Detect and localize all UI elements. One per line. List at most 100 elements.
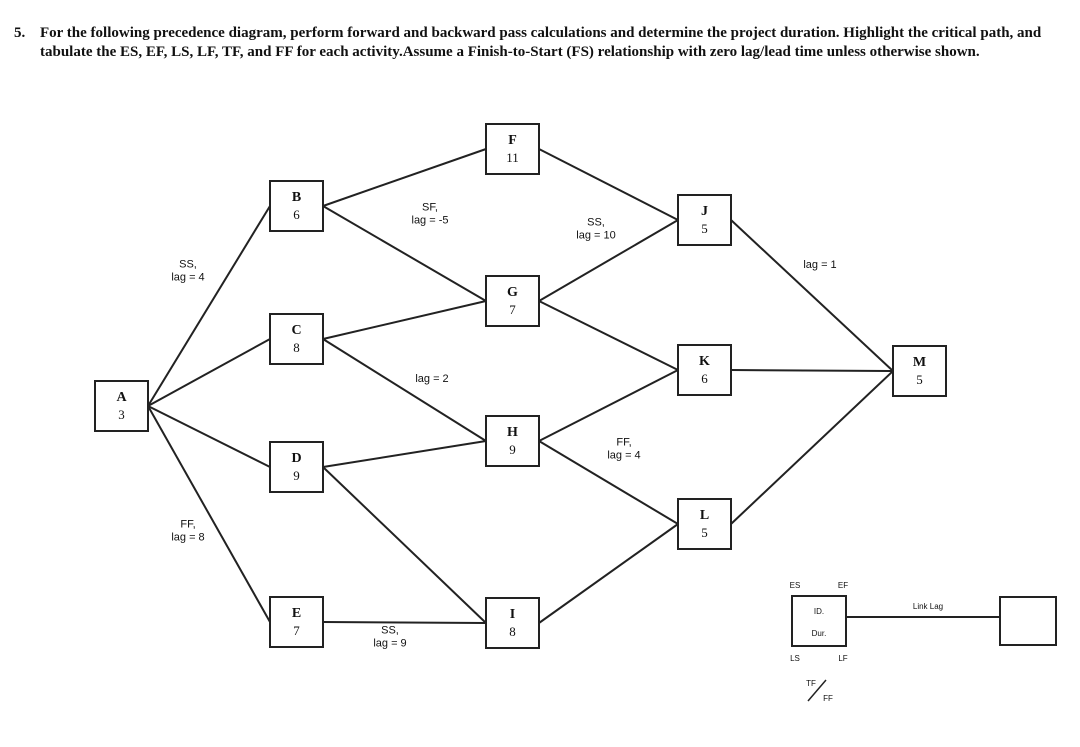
edge-a-d [147, 405, 271, 468]
activity-duration: 5 [701, 525, 708, 540]
activity-node-g: G7 [485, 275, 540, 327]
edge-label-bg [585, 215, 607, 230]
activity-id: H [507, 425, 518, 440]
edge-label-bg [169, 530, 207, 545]
activity-node-l: L5 [677, 498, 732, 550]
activity-duration: 11 [506, 150, 519, 165]
activity-id: A [116, 390, 127, 405]
activity-duration: 3 [118, 407, 125, 422]
legend-id: ID. [814, 607, 824, 616]
edge-i-l [538, 523, 679, 624]
activity-node-b: B6 [269, 180, 324, 232]
legend-ff: FF [823, 694, 833, 703]
question-highlight: precedence diagram [153, 25, 283, 41]
legend-lf: LF [838, 654, 847, 663]
activity-duration: 7 [293, 623, 300, 638]
edge-g-k [538, 300, 679, 371]
activity-id: J [701, 204, 708, 219]
activity-box [485, 275, 540, 327]
edge-label-bg [574, 228, 618, 243]
activity-duration: 5 [701, 221, 708, 236]
activity-id: G [507, 285, 518, 300]
edge-h-l [538, 440, 679, 525]
legend-es: ES [790, 581, 801, 590]
activity-id: M [913, 355, 926, 370]
edge-c-g [322, 300, 487, 340]
activity-duration: 6 [293, 207, 300, 222]
legend-tf: TF [806, 679, 816, 688]
activity-node-m: M5 [892, 345, 947, 397]
question-number: 5. [14, 25, 26, 41]
activity-id: D [291, 451, 301, 466]
legend-ls: LS [790, 654, 800, 663]
activity-node-h: H9 [485, 415, 540, 467]
activity-box [677, 344, 732, 396]
edge-label-b-g: SF, [422, 202, 438, 214]
edge-e-i [322, 621, 487, 624]
edge-b-g [322, 205, 487, 302]
edge-k-m [730, 369, 894, 372]
activity-id: I [510, 607, 515, 622]
edge-j-m [730, 219, 894, 372]
activity-id: C [291, 323, 301, 338]
edge-a-c [147, 338, 271, 407]
activity-id: K [699, 354, 710, 369]
activity-duration: 9 [509, 442, 516, 457]
activity-box [269, 441, 324, 493]
question-text-after: , perform forward and backward pass calc… [40, 25, 1042, 60]
activity-box [677, 194, 732, 246]
activity-box [485, 123, 540, 175]
edge-label-b-g: lag = -5 [412, 215, 449, 227]
edge-label-a-b: lag = 4 [171, 272, 204, 284]
activity-box [485, 597, 540, 649]
edge-g-j [538, 219, 679, 302]
edge-label-j-m: lag = 1 [803, 259, 836, 271]
edge-f-j [538, 148, 679, 221]
activity-box [269, 180, 324, 232]
edge-a-e [147, 405, 271, 623]
activity-node-c: C8 [269, 313, 324, 365]
legend-slash [807, 679, 827, 702]
edge-label-c-h: lag = 2 [415, 373, 448, 385]
edge-label-bg [614, 435, 634, 450]
activity-box [94, 380, 149, 432]
edge-label-bg [413, 372, 451, 386]
activity-node-j: J5 [677, 194, 732, 246]
activity-node-e: E7 [269, 596, 324, 648]
edge-label-bg [178, 517, 198, 532]
edge-label-bg [379, 623, 401, 638]
edge-b-f [322, 148, 487, 207]
edge-label-h-l: lag = 4 [607, 450, 640, 462]
activity-box [485, 415, 540, 467]
edge-label-g-j: lag = 10 [576, 230, 615, 242]
activity-node-k: K6 [677, 344, 732, 396]
edge-label-bg [420, 200, 440, 215]
activity-node-a: A3 [94, 380, 149, 432]
question-text-before: For the following [40, 25, 154, 41]
legend-box [791, 595, 847, 647]
activity-node-d: D9 [269, 441, 324, 493]
activity-id: E [292, 606, 301, 621]
activity-duration: 7 [509, 302, 516, 317]
activity-id: L [700, 508, 709, 523]
edge-label-h-l: FF, [616, 437, 631, 449]
activity-duration: 9 [293, 468, 300, 483]
edge-label-bg [801, 258, 839, 272]
edge-label-bg [177, 257, 199, 272]
edge-label-bg [371, 636, 409, 651]
question-body: For the following precedence diagram, pe… [40, 24, 1050, 62]
edge-l-m [730, 370, 894, 525]
activity-duration: 8 [509, 624, 516, 639]
edge-label-a-b: SS, [179, 259, 197, 271]
activity-box [677, 498, 732, 550]
legend-dur: Dur. [812, 629, 827, 638]
edge-label-bg [605, 448, 643, 463]
activity-node-i: I8 [485, 597, 540, 649]
edge-label-g-j: SS, [587, 217, 605, 229]
edge-d-h [322, 440, 487, 468]
activity-duration: 6 [701, 371, 708, 386]
edge-label-a-e: FF, [180, 519, 195, 531]
